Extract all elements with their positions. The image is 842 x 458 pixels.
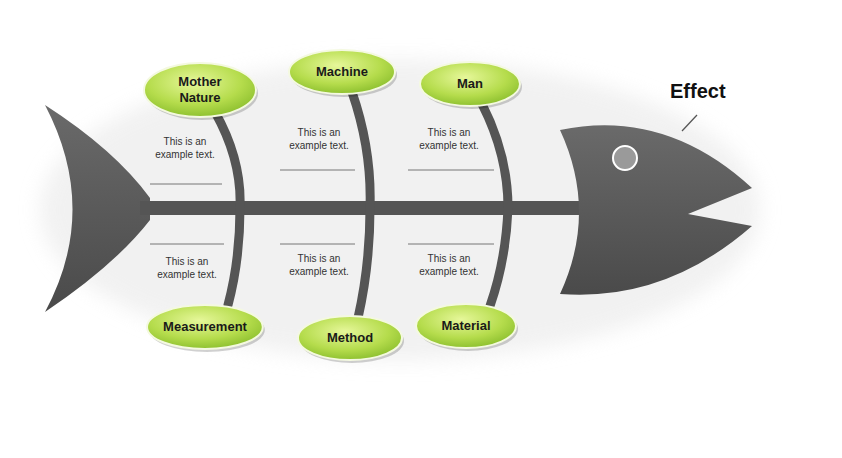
cause-category-ellipse: Measurement [146,304,264,350]
fish-spine [140,201,580,215]
fish-eye [613,146,637,170]
category-name: Machine [316,64,368,80]
background-glow [40,60,760,360]
category-name: Material [441,318,490,334]
fish-head [560,125,752,295]
example-text: This is an example text. [414,126,484,152]
category-name: Man [457,76,483,92]
cause-category-ellipse: Material [415,303,517,349]
text-underlines [150,170,494,244]
example-text: This is an example text. [150,135,220,161]
example-text: This is an example text. [152,255,222,281]
category-name: Measurement [163,319,247,335]
category-name: Mother Nature [160,74,240,107]
cause-category-ellipse: Method [297,315,403,361]
example-text: This is an example text. [284,126,354,152]
example-text: This is an example text. [284,252,354,278]
fish-tail [45,105,150,312]
fish-bones [215,92,508,318]
cause-category-ellipse: Man [419,61,521,107]
effect-label: Effect [670,78,760,104]
category-name: Method [327,330,373,346]
effect-leader [682,115,697,131]
example-text: This is an example text. [414,252,484,278]
cause-category-ellipse: Mother Nature [143,62,257,118]
cause-category-ellipse: Machine [288,49,396,95]
